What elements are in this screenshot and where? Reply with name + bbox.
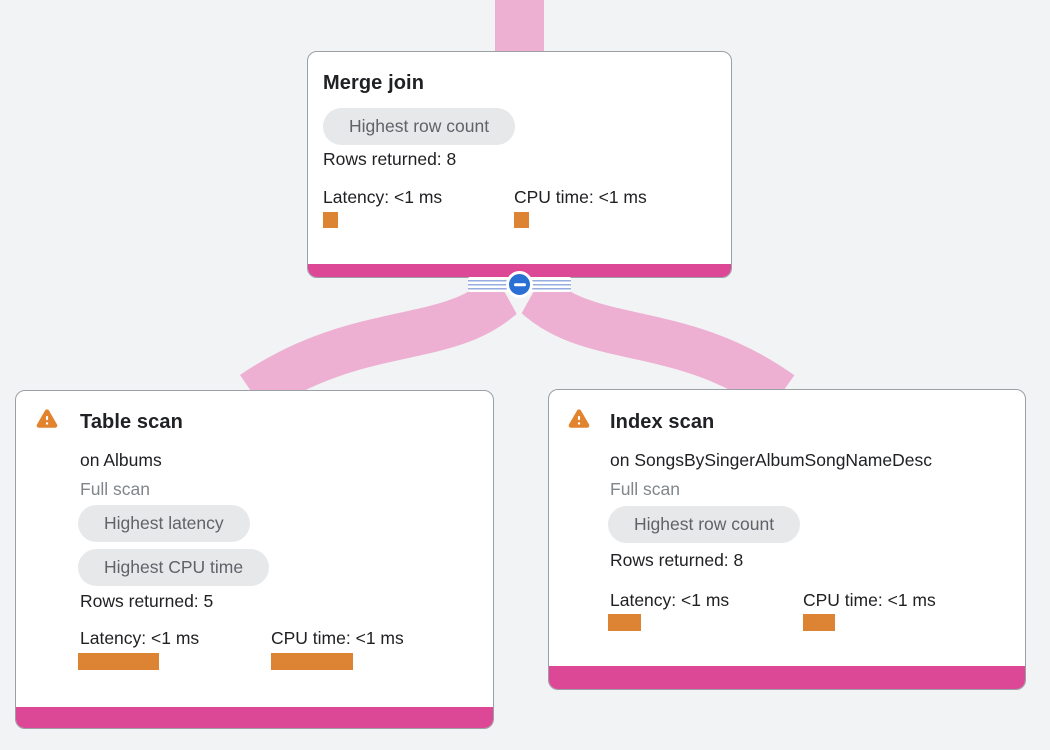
rows-returned-label: Rows returned: 5 <box>80 591 214 611</box>
badge-highest-row-count: Highest row count <box>323 108 516 145</box>
warning-icon <box>36 409 58 428</box>
cpu-time-bar <box>271 653 353 670</box>
minus-icon <box>513 282 526 287</box>
rows-returned-label: Rows returned: 8 <box>610 550 744 570</box>
node-card-merge-join[interactable]: Merge join Highest row count Rows return… <box>307 51 732 278</box>
latency-label: Latency: <1 ms <box>610 590 730 610</box>
scan-type-label: Full scan <box>610 479 681 499</box>
card-accent-bar <box>549 666 1025 689</box>
badge-highest-latency: Highest latency <box>78 505 250 542</box>
node-target-label: on Albums <box>80 450 162 470</box>
latency-bar <box>78 653 159 670</box>
scan-type-label: Full scan <box>80 479 151 499</box>
card-accent-bar <box>16 707 493 728</box>
badge-highest-row-count: Highest row count <box>608 506 801 543</box>
rows-returned-label: Rows returned: 8 <box>323 149 457 169</box>
node-title: Table scan <box>80 411 183 433</box>
badge-highest-cpu-time: Highest CPU time <box>78 549 270 586</box>
node-target-label: on SongsBySingerAlbumSongNameDesc <box>610 450 932 470</box>
collapse-children-control <box>468 271 571 303</box>
latency-bar <box>323 212 338 228</box>
edge-to-table-scan <box>240 265 536 414</box>
node-title: Merge join <box>323 72 425 94</box>
edge-to-index-scan <box>503 265 795 413</box>
cpu-time-bar <box>514 212 529 228</box>
latency-bar <box>608 614 641 631</box>
latency-label: Latency: <1 ms <box>80 628 200 648</box>
card-accent-bar <box>308 264 731 277</box>
cpu-time-label: CPU time: <1 ms <box>271 628 404 648</box>
cpu-time-label: CPU time: <1 ms <box>803 590 936 610</box>
node-card-index-scan[interactable]: Index scan on SongsBySingerAlbumSongName… <box>548 389 1026 690</box>
warning-icon <box>568 409 590 428</box>
node-card-table-scan[interactable]: Table scan on Albums Full scan Highest l… <box>15 390 494 729</box>
edge-notch <box>504 291 534 318</box>
cpu-time-label: CPU time: <1 ms <box>514 187 647 207</box>
collapse-button[interactable] <box>506 271 533 298</box>
edge-parent <box>495 0 544 54</box>
node-title: Index scan <box>610 411 715 433</box>
latency-label: Latency: <1 ms <box>323 187 443 207</box>
cpu-time-bar <box>803 614 835 631</box>
